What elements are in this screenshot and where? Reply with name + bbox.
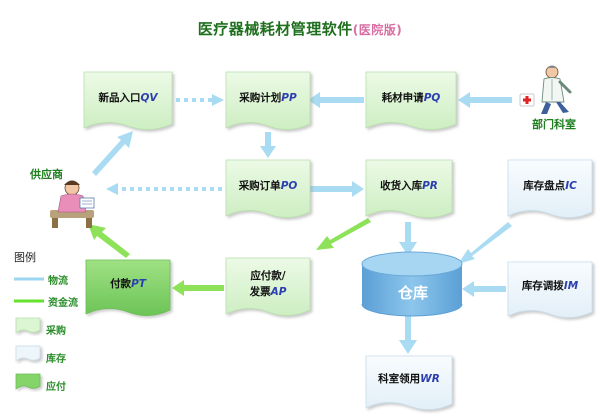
arrow-dept-to-request — [458, 92, 512, 108]
node-purchase-order[interactable]: 采购订单PO — [226, 160, 310, 214]
title-subtitle: (医院版) — [352, 23, 403, 37]
node-receive-stock-code: PR — [422, 180, 438, 193]
node-new-item-code: QV — [140, 92, 158, 105]
payable-boxes — [85, 257, 311, 316]
node-transfer-code: IM — [563, 280, 579, 293]
legend-title: 图例 — [14, 251, 36, 264]
node-dept-usage[interactable]: 科室领用WR — [366, 356, 452, 404]
title-main: 医疗器械耗材管理软件 — [197, 20, 353, 38]
node-warehouse-label[interactable]: 仓库 — [397, 284, 428, 302]
node-transfer-label: 库存调拨 — [521, 280, 564, 293]
legend-purchase-swatch — [15, 317, 41, 334]
node-payable[interactable]: 应付款/ 发票AP — [226, 258, 310, 312]
arrow-order-to-receive — [310, 181, 364, 197]
node-purchase-plan-label: 采购计划 — [239, 92, 282, 105]
legend-swatches — [14, 277, 44, 390]
node-stocktake[interactable]: 库存盘点IC — [508, 160, 592, 214]
node-material-request[interactable]: 耗材申请PQ — [366, 72, 456, 126]
node-new-item[interactable]: 新品入口QV — [84, 72, 172, 126]
arrow-supplier-to-new — [92, 131, 133, 176]
inventory-boxes — [365, 159, 593, 410]
node-purchase-order-label: 采购订单 — [238, 180, 281, 193]
node-material-request-code: PQ — [423, 92, 441, 105]
node-payment-label: 付款 — [110, 278, 132, 291]
legend-item-material-flow: 物流 — [48, 276, 68, 287]
legend-payable-swatch — [15, 373, 41, 390]
page-title: 医疗器械耗材管理软件(医院版) — [0, 18, 600, 39]
node-payment[interactable]: 付款PT — [86, 260, 170, 310]
legend-item-inventory: 库存 — [46, 354, 66, 365]
arrow-warehouse-to-usage — [399, 314, 417, 354]
arrow-receive-to-payable — [316, 218, 371, 250]
node-dept-usage-code: WR — [420, 373, 440, 386]
node-purchase-plan[interactable]: 采购计划PP — [226, 72, 310, 126]
node-payable-code: AP — [270, 286, 287, 298]
node-receive-stock-label: 收货入库 — [380, 180, 423, 193]
purchase-boxes — [83, 71, 457, 218]
node-payable-line2: 发票 — [249, 286, 271, 298]
node-payable-line1: 应付款/ — [250, 270, 286, 283]
arrow-stocktake-to-warehouse — [458, 222, 512, 264]
legend-item-purchase: 采购 — [46, 326, 66, 337]
warehouse-cylinder — [361, 251, 463, 317]
node-transfer[interactable]: 库存调拨IM — [508, 262, 592, 312]
material-flow-arrows — [92, 92, 512, 354]
node-receive-stock[interactable]: 收货入库PR — [366, 160, 452, 214]
department-label: 部门科室 — [532, 118, 576, 131]
dotted-flow-arrows — [106, 94, 224, 195]
node-new-item-label: 新品入口 — [98, 92, 141, 105]
node-stocktake-code: IC — [565, 180, 577, 193]
money-flow-arrows — [88, 218, 371, 296]
supplier-person-icon — [50, 180, 95, 228]
doctor-walking-icon — [541, 65, 572, 114]
legend-inventory-swatch — [15, 345, 41, 362]
node-purchase-plan-code: PP — [281, 92, 297, 105]
red-cross-icon — [519, 93, 535, 107]
arrow-payment-to-supplier — [88, 224, 130, 258]
supplier-label: 供应商 — [30, 168, 63, 181]
node-payment-code: PT — [131, 278, 146, 291]
node-stocktake-label: 库存盘点 — [523, 180, 566, 193]
legend-item-money-flow: 资金流 — [48, 298, 78, 309]
legend-item-payable: 应付 — [46, 382, 66, 393]
arrow-payable-to-payment — [172, 280, 224, 296]
arrow-receive-to-warehouse — [399, 222, 417, 256]
node-dept-usage-label: 科室领用 — [378, 373, 421, 386]
arrow-transfer-to-warehouse — [462, 281, 506, 297]
arrow-plan-to-order — [260, 132, 276, 158]
node-purchase-order-code: PO — [280, 180, 298, 193]
node-material-request-label: 耗材申请 — [381, 92, 424, 105]
arrow-request-to-plan — [308, 92, 364, 108]
